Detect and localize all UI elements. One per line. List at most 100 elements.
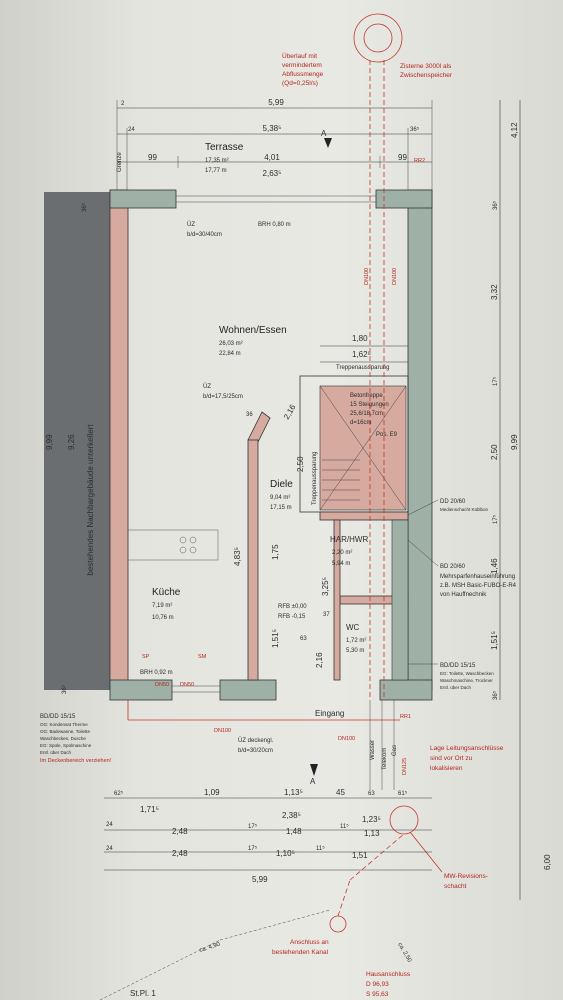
wc-perimeter: 5,30 m xyxy=(346,648,364,654)
dim-label: 99 xyxy=(398,153,407,162)
bd3-sub1: OG: Kondensat Therme xyxy=(40,722,88,727)
mw-line1: MW-Revisions- xyxy=(444,873,488,880)
rr1-label: RR1 xyxy=(400,714,411,720)
diele-area: 9,04 m² xyxy=(270,495,290,501)
hausanschluss-line1: Hausanschluss xyxy=(366,971,411,978)
dim-label: 9,99 xyxy=(510,434,519,450)
sm-label: SM xyxy=(198,654,207,660)
wasser-label: Wasser xyxy=(370,740,376,760)
brh-label: BRH 0,80 m xyxy=(258,222,291,228)
uz2-dim: b/d=17,5/25cm xyxy=(203,394,243,400)
section-arrow-bottom xyxy=(310,764,318,776)
neighbor-label: bestehendes Nachbargebäude unterkellert xyxy=(86,424,95,576)
hausanschluss-line2: D 96,93 xyxy=(366,981,389,988)
south-wall-mid xyxy=(219,679,277,701)
treppen-label: Treppenaussparung xyxy=(336,365,389,371)
section-arrow xyxy=(324,138,332,148)
dim-label: 2,48 xyxy=(172,827,188,836)
ueberlauf-line1: Überlauf mit xyxy=(282,52,317,60)
dn50-label: DN50 xyxy=(180,682,194,688)
dim-label: 6,00 xyxy=(543,854,552,870)
terrasse-perimeter: 17,77 m xyxy=(205,168,227,174)
leitung-line2: sind vor Ort zu xyxy=(430,755,473,762)
dim-label: 1,09 xyxy=(204,788,220,797)
dim-label: 1,80 xyxy=(352,334,368,343)
dim-label: 11⁵ xyxy=(340,823,349,830)
dim-label: 5,38⁵ xyxy=(263,124,282,133)
ca1-label: ca. 4,90 xyxy=(199,941,222,954)
dim-label: 17⁵ xyxy=(248,823,258,830)
south-wall-right xyxy=(379,679,433,701)
bd3-sub5: Entl. über Dach xyxy=(40,750,72,755)
dim-label: 2,16 xyxy=(315,652,324,668)
wc-area: 1,72 m² xyxy=(346,638,366,644)
telekom-label: Telekom xyxy=(382,748,388,770)
dim-label: 24 xyxy=(128,127,135,133)
east-wall xyxy=(407,189,433,691)
dim-label: 4,83⁵ xyxy=(233,547,242,566)
dim-label: 1,48 xyxy=(286,827,302,836)
dim-label: 2,38⁵ xyxy=(282,811,301,820)
wohnen-name: Wohnen/Essen xyxy=(219,325,287,336)
dim-label: 11⁵ xyxy=(316,845,325,852)
dim-label: 1,62⁵ xyxy=(352,350,371,359)
kitchen-wall xyxy=(247,439,259,681)
south-wall-left xyxy=(109,679,173,701)
dim-label: 36⁵ xyxy=(492,690,499,700)
dn125-label: DN125 xyxy=(402,758,408,775)
section-label-bottom: A xyxy=(310,777,316,786)
kanal-anschluss xyxy=(329,915,347,933)
north-wall-right xyxy=(375,189,433,209)
bd2-sub1: EG: Toilette, Waschbecken xyxy=(440,671,494,676)
dim-label: 2,48 xyxy=(172,849,188,858)
dd1-label: DD 20/60 xyxy=(440,499,466,505)
wohnen-perimeter: 22,84 m xyxy=(219,351,241,357)
stpl-label: St.Pl. 1 xyxy=(130,989,156,998)
mw-schacht xyxy=(389,805,419,835)
stairs-thickness: d=16cm xyxy=(350,420,372,426)
uz1-dim: b/d=30/40cm xyxy=(187,232,222,238)
dim-label: 1,51⁵ xyxy=(271,629,280,648)
rfb2-label: RFB -0,15 xyxy=(278,614,306,620)
wc-name: WC xyxy=(346,623,360,632)
har-area: 2,20 m² xyxy=(332,550,352,556)
har-perimeter: 5,94 m xyxy=(332,561,350,567)
anschluss-line2: bestehenden Kanal xyxy=(272,949,329,956)
dd1-sub: Medienschacht Küblbon xyxy=(440,507,489,512)
dim-label: 3,32 xyxy=(490,284,499,300)
dim-label: 36⁵ xyxy=(410,126,420,133)
zisterne-line1: Zisterne 3000l als xyxy=(400,63,452,70)
dim-label: 2,16 xyxy=(282,403,298,421)
dim-label: 2 xyxy=(121,101,125,107)
dim-label: 1,13 xyxy=(364,829,380,838)
uz3-dim: b/d=30/20cm xyxy=(238,748,273,754)
west-wall xyxy=(109,189,129,691)
eingang-name: Eingang xyxy=(315,709,344,718)
dim-label: 1,51⁵ xyxy=(490,631,499,650)
dim-label: 5,99 xyxy=(268,98,284,107)
dim-label: 63 xyxy=(368,791,375,797)
dim-label: 17⁵ xyxy=(492,514,499,524)
dim-label: 24 xyxy=(106,822,113,828)
dim-label: 9,26 xyxy=(67,434,76,450)
ueberlauf-line3: Abflussmenge xyxy=(282,71,324,78)
dim-label: 63 xyxy=(300,636,307,642)
dim-label: 1,13⁵ xyxy=(284,788,303,797)
dim-label: 45 xyxy=(336,788,345,797)
dim-label: 5,99 xyxy=(252,875,268,884)
wohnen-area: 26,03 m² xyxy=(219,341,243,347)
diele-perimeter: 17,15 m xyxy=(270,505,292,511)
bd2-sub3: Entl. über Dach xyxy=(440,685,472,690)
dim-label: 4,12 xyxy=(510,122,519,138)
bd1-sub2: z.B. MSH Basic-FUBO-E-R4 xyxy=(440,583,517,589)
leitung-line1: Lage Leitungsanschlüsse xyxy=(430,745,504,752)
dim-label: 9,99 xyxy=(45,434,54,450)
grenze-label: Grenze xyxy=(117,152,123,172)
dim-label: 1,23⁵ xyxy=(362,815,381,824)
diele-name: Diele xyxy=(270,479,293,490)
zisterne-line2: Zwischenspeicher xyxy=(400,72,453,79)
stairs-name: Betonfreppe xyxy=(350,393,383,399)
bd3-sub4: EG: Spüle, Spülmaschine xyxy=(40,743,92,748)
